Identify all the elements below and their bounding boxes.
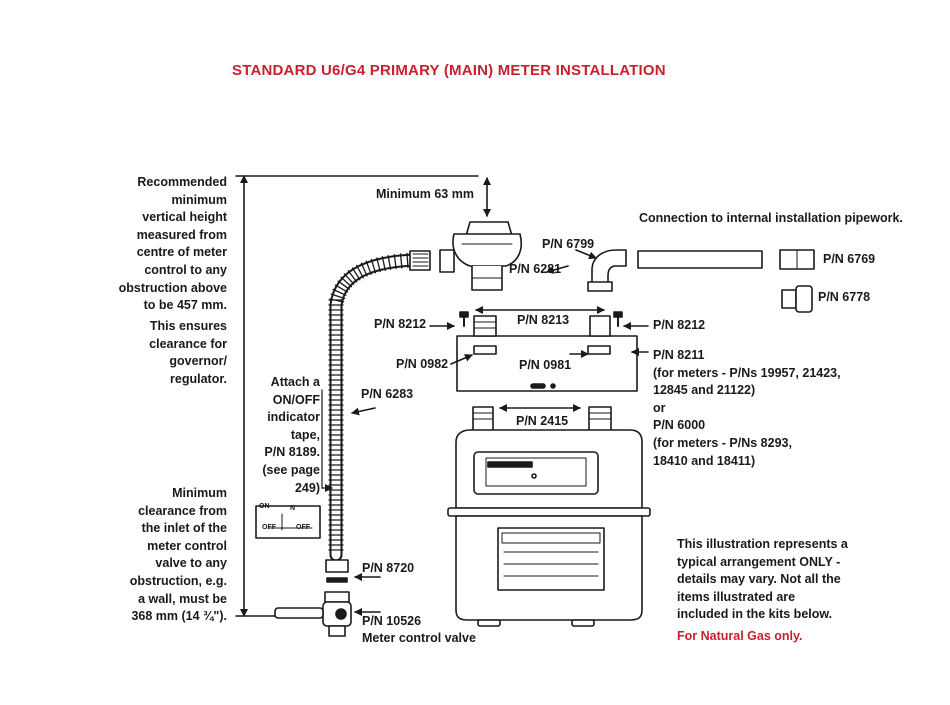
note-line: to be 457 mm. <box>143 298 227 313</box>
min-63mm-label: Minimum 63 mm <box>376 187 474 201</box>
pn-0981-label: P/N 0981 <box>519 358 572 372</box>
pointer-arrows <box>321 249 649 616</box>
note-line: Attach a <box>270 375 320 389</box>
gas-meter <box>447 406 651 627</box>
meter-bracket <box>456 311 638 392</box>
note-line: indicator <box>267 410 320 425</box>
note-line: obstruction above <box>118 280 227 295</box>
note-line: measured from <box>136 227 227 242</box>
note-line: Recommended <box>137 175 227 189</box>
tape-off-label-2: OFF <box>296 524 310 531</box>
note-line: This ensures <box>149 319 227 333</box>
pn-8212-right-label: P/N 8212 <box>653 318 706 332</box>
pn-2415-label: P/N 2415 <box>516 414 569 428</box>
note-line: typical arrangement ONLY - <box>677 554 841 569</box>
note-line: regulator. <box>170 371 227 386</box>
note-line: 18410 and 18411) <box>653 453 756 468</box>
connection-label: Connection to internal installation pipe… <box>639 211 903 225</box>
note-line: ON/OFF <box>272 392 320 407</box>
tape-off-label-1: OFF <box>262 524 276 531</box>
pn-6281-label: P/N 6281 <box>509 262 562 276</box>
meter-control-valve <box>274 591 352 637</box>
pn-6778-label: P/N 6778 <box>818 290 871 304</box>
note-line: items illustrated are <box>677 589 796 604</box>
onoff-tape-illustration <box>255 505 321 539</box>
elbow-6799 <box>587 249 627 292</box>
natural-gas-note: For Natural Gas only. <box>677 629 803 643</box>
note-line: meter control <box>147 538 227 553</box>
note-line: P/N 8211 <box>653 348 705 362</box>
note-line: control to any <box>144 263 227 277</box>
note-line: 368 mm (14 ¾"). <box>131 609 227 624</box>
reducer-6778 <box>781 285 813 313</box>
pn-6283-label: P/N 6283 <box>361 387 414 401</box>
note-line: a wall, must be <box>138 591 227 606</box>
note-line: 249) <box>294 480 320 495</box>
pn-6769-label: P/N 6769 <box>823 252 876 266</box>
note-line: clearance from <box>138 503 227 518</box>
internal-pipe <box>637 250 763 269</box>
pn-0982-label: P/N 0982 <box>396 357 449 371</box>
note-line: included in the kits below. <box>677 607 833 622</box>
note-line: tape, <box>290 427 320 442</box>
spacing-arrows <box>475 306 605 412</box>
regulator-6281 <box>439 221 522 291</box>
note-line: clearance for <box>149 336 227 351</box>
note-line: vertical height <box>142 210 227 225</box>
note-line: or <box>653 400 666 415</box>
note-line: (see page <box>262 463 320 477</box>
pn-8720-label: P/N 8720 <box>362 561 415 575</box>
note-line: This illustration represents a <box>677 537 848 551</box>
note-line: P/N 8189. <box>264 445 320 460</box>
pn-6799-label: P/N 6799 <box>542 237 595 251</box>
pn-8213-label: P/N 8213 <box>517 313 570 327</box>
note-line: details may vary. Not all the <box>677 572 841 587</box>
note-line: obstruction, e.g. <box>129 574 227 588</box>
meter-control-valve-label: Meter control valve <box>362 631 476 645</box>
note-line: governor/ <box>169 354 227 369</box>
note-line: the inlet of the <box>141 521 227 536</box>
note-line: valve to any <box>155 556 227 571</box>
tape-n-label: N <box>290 505 296 512</box>
pn-8212-left-label: P/N 8212 <box>374 317 427 331</box>
flexible-hose <box>328 250 431 562</box>
note-line: minimum <box>171 192 227 207</box>
note-line: centre of meter <box>136 245 227 260</box>
note-line: (for meters - P/Ns 8293, <box>653 436 792 450</box>
note-line: Minimum <box>172 486 227 500</box>
page-title: STANDARD U6/G4 PRIMARY (MAIN) METER INST… <box>232 62 666 79</box>
note-line: (for meters - P/Ns 19957, 21423, <box>653 365 841 380</box>
pn-10526-label: P/N 10526 <box>362 614 422 628</box>
note-line: 12845 and 21122) <box>653 383 756 398</box>
note-line: P/N 6000 <box>653 418 706 433</box>
nut-8720 <box>325 559 349 583</box>
tape-on-label: ON <box>259 503 270 510</box>
socket-6769 <box>779 249 815 270</box>
